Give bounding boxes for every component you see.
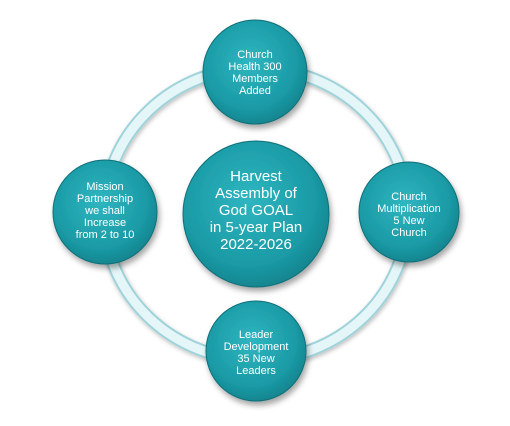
label-line: 5 New	[393, 215, 424, 227]
label-line: 35 New	[237, 353, 274, 365]
label-line: Mission	[86, 181, 123, 193]
label-line: Leader	[239, 329, 274, 341]
label-line: God GOAL	[219, 202, 293, 219]
label-line: from 2 to 10	[76, 229, 135, 241]
label-line: Church	[391, 227, 426, 239]
label-line: Multiplication	[377, 203, 441, 215]
label-line: in 5-year Plan	[210, 219, 303, 236]
label-line: Harvest	[230, 168, 283, 185]
label-line: Church	[391, 191, 426, 203]
label-line: Partnership	[77, 193, 133, 205]
label-line: Leaders	[236, 365, 276, 377]
label-line: Development	[224, 341, 289, 353]
label-line: 2022-2026	[220, 236, 292, 253]
label-line: Health 300	[228, 61, 281, 73]
label-line: we shall	[84, 205, 125, 217]
label-line: Members	[232, 73, 278, 85]
label-line: Increase	[84, 217, 126, 229]
label-line: Assembly of	[215, 185, 298, 202]
label-line: Added	[239, 85, 271, 97]
label-line: Church	[237, 49, 272, 61]
